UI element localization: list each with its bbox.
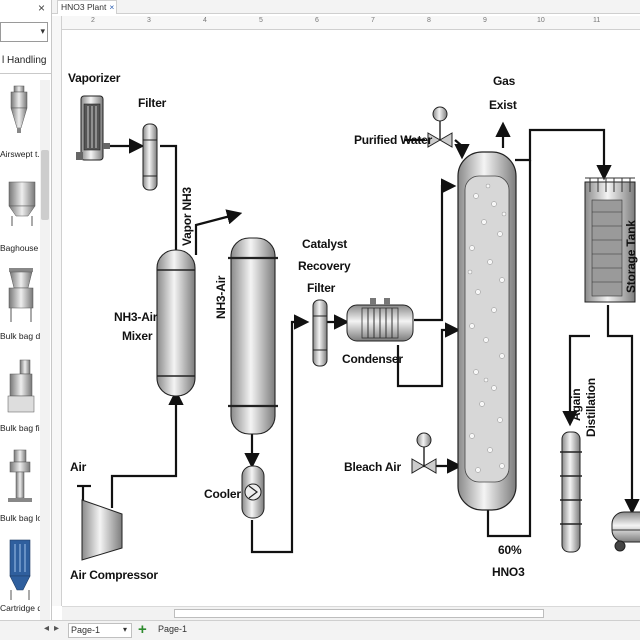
ruler-mark: 5 bbox=[259, 17, 263, 24]
library-item-bulk-bag-discharger[interactable]: Bulk bag di... bbox=[0, 266, 49, 341]
search-shapes-input[interactable]: ▾ bbox=[0, 22, 48, 42]
bleach-air-valve[interactable] bbox=[411, 432, 437, 474]
ruler-mark: 2 bbox=[91, 17, 95, 24]
ruler-mark: 9 bbox=[483, 17, 487, 24]
horizontal-ruler: 2 3 4 5 6 7 8 9 10 11 bbox=[62, 16, 640, 30]
purified-water-valve[interactable] bbox=[427, 106, 453, 148]
tab-label: HNO3 Plant bbox=[61, 2, 107, 12]
tab-hno3-plant[interactable]: HNO3 Plant× bbox=[57, 0, 117, 14]
distillation-column[interactable] bbox=[560, 431, 582, 553]
library-item-cartridge[interactable]: Cartridge d... bbox=[0, 538, 49, 613]
ruler-mark: 6 bbox=[315, 17, 319, 24]
label-product-2[interactable]: HNO3 bbox=[492, 565, 525, 579]
label-mixer-2[interactable]: Mixer bbox=[122, 329, 153, 343]
label-again[interactable]: Again bbox=[569, 388, 583, 421]
label-gas-1[interactable]: Gas bbox=[493, 74, 516, 88]
label-storage-tank[interactable]: Storage Tank bbox=[624, 220, 638, 293]
panel-scrollbar[interactable] bbox=[40, 80, 50, 620]
label-vaporizer[interactable]: Vaporizer bbox=[68, 71, 121, 85]
condenser-exchanger[interactable] bbox=[346, 298, 414, 342]
label-air-compressor[interactable]: Air Compressor bbox=[70, 568, 158, 582]
catalyst-recovery-filter[interactable] bbox=[312, 299, 328, 367]
label-catalyst-2[interactable]: Recovery bbox=[298, 259, 351, 273]
scroll-thumb[interactable] bbox=[174, 609, 544, 618]
add-page-button[interactable]: + bbox=[138, 621, 147, 638]
tanker-truck[interactable] bbox=[611, 511, 640, 552]
air-compressor[interactable] bbox=[81, 499, 123, 561]
ruler-mark: 7 bbox=[371, 17, 375, 24]
ruler-mark: 8 bbox=[427, 17, 431, 24]
shapes-panel: × ▾ l Handling Airswept t... Baghouse ..… bbox=[0, 0, 52, 622]
label-cooler[interactable]: Cooler bbox=[204, 487, 241, 501]
cyclone-separator-icon bbox=[10, 85, 28, 133]
next-page-icon[interactable]: ▸ bbox=[54, 623, 60, 634]
library-item-label: Bulk bag fil... bbox=[0, 423, 49, 433]
absorption-tower[interactable] bbox=[457, 151, 517, 511]
label-nh3-air-line[interactable]: NH3-Air bbox=[214, 275, 228, 319]
close-tab-icon[interactable]: × bbox=[109, 2, 115, 12]
reactor-column[interactable] bbox=[228, 237, 278, 435]
library-item-label: Airswept t... bbox=[0, 149, 45, 159]
storage-tank[interactable] bbox=[584, 177, 636, 303]
panel-scroll-thumb[interactable] bbox=[41, 150, 49, 220]
label-condenser[interactable]: Condenser bbox=[342, 352, 403, 366]
label-bleach-air[interactable]: Bleach Air bbox=[344, 460, 401, 474]
label-product-1[interactable]: 60% bbox=[498, 543, 522, 557]
library-item-bulk-bag-loader[interactable]: Bulk bag lo... bbox=[0, 448, 49, 523]
canvas-horizontal-scrollbar[interactable] bbox=[62, 606, 640, 620]
bulk-bag-discharger-icon bbox=[8, 268, 34, 322]
library-item-label: Bulk bag lo... bbox=[0, 513, 50, 523]
page-selector-value: Page-1 bbox=[71, 625, 101, 635]
page-tabs-bar: ◂ ▸ Page-1 ▾ + Page-1 bbox=[0, 620, 640, 640]
tab-page-1[interactable]: Page-1 bbox=[158, 624, 188, 634]
chevron-down-icon: ▾ bbox=[123, 625, 128, 634]
label-filter[interactable]: Filter bbox=[138, 96, 167, 110]
document-tabbar: HNO3 Plant× bbox=[52, 0, 640, 14]
library-item-bulk-bag-filler[interactable]: Bulk bag fil... bbox=[0, 358, 49, 433]
library-item-airswept[interactable]: Airswept t... bbox=[0, 84, 44, 159]
cooler-exchanger[interactable] bbox=[241, 465, 265, 519]
ruler-mark: 3 bbox=[147, 17, 151, 24]
process-flow-diagram bbox=[76, 95, 640, 561]
label-distillation[interactable]: Distillation bbox=[584, 378, 598, 437]
drawing-canvas[interactable]: Vaporizer Filter Vapor NH3 NH3-Air NH3-A… bbox=[62, 31, 640, 605]
baghouse-icon bbox=[8, 181, 36, 226]
divider bbox=[0, 73, 51, 74]
stencil-group-title[interactable]: l Handling bbox=[2, 55, 47, 66]
nh3-air-mixer-vessel[interactable] bbox=[156, 249, 196, 397]
ruler-mark: 10 bbox=[537, 17, 545, 24]
label-catalyst-3[interactable]: Filter bbox=[307, 281, 336, 295]
cartridge-dust-collector-icon bbox=[9, 539, 31, 600]
page-selector[interactable]: Page-1 ▾ bbox=[68, 623, 132, 638]
ruler-mark: 4 bbox=[203, 17, 207, 24]
vaporizer-unit[interactable] bbox=[76, 95, 110, 161]
label-gas-2[interactable]: Exist bbox=[489, 98, 517, 112]
panel-header: × bbox=[0, 0, 51, 20]
library-item-label: Bulk bag di... bbox=[0, 331, 50, 341]
label-purified-water[interactable]: Purified Water bbox=[354, 133, 433, 147]
bulk-bag-filler-icon bbox=[7, 359, 35, 413]
ruler-mark: 11 bbox=[593, 17, 601, 24]
library-item-baghouse[interactable]: Baghouse ... bbox=[0, 178, 48, 253]
search-dropdown-icon[interactable]: ▾ bbox=[40, 26, 45, 36]
vertical-ruler bbox=[52, 16, 62, 606]
label-vapor-nh3[interactable]: Vapor NH3 bbox=[180, 187, 194, 246]
library-item-label: Cartridge d... bbox=[0, 603, 50, 613]
close-panel-icon[interactable]: × bbox=[38, 1, 46, 15]
label-mixer-1[interactable]: NH3-Air bbox=[114, 310, 158, 324]
bulk-bag-loader-icon bbox=[8, 449, 32, 502]
library-item-label: Baghouse ... bbox=[0, 243, 48, 253]
label-catalyst-1[interactable]: Catalyst bbox=[302, 237, 348, 251]
prev-page-icon[interactable]: ◂ bbox=[44, 623, 50, 634]
label-air[interactable]: Air bbox=[70, 460, 87, 474]
filter-unit[interactable] bbox=[142, 123, 158, 191]
